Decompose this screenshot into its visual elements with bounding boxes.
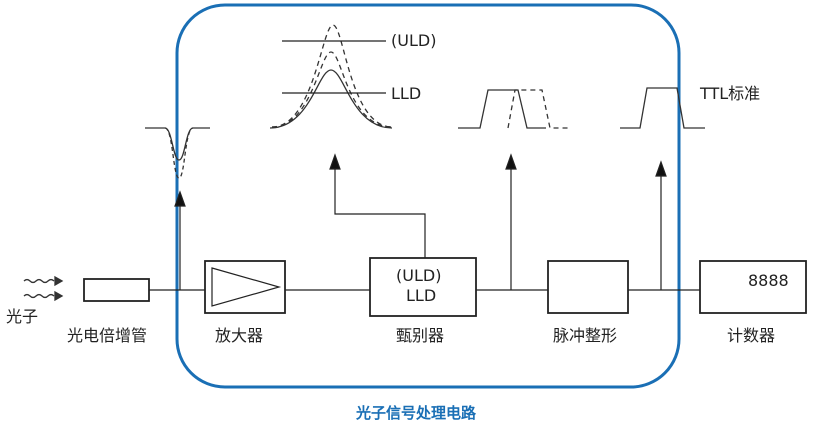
- group-title: 光子信号处理电路: [356, 404, 477, 422]
- pmt-block: [83, 278, 150, 302]
- signal-processing-group-outline: [175, 3, 681, 389]
- pmt-output-waveform: [145, 127, 210, 179]
- uld-label: (ULD): [391, 31, 437, 50]
- counter-label: 计数器: [727, 326, 776, 345]
- amplifier-label: 放大器: [215, 326, 264, 345]
- discriminator-box-lld: LLD: [406, 286, 437, 305]
- shaper-label: 脉冲整形: [553, 326, 618, 345]
- discriminator-block: [369, 257, 477, 317]
- discriminator-output-waveform: [458, 89, 570, 129]
- discriminator-box-uld: (ULD): [396, 266, 442, 285]
- amplified-waveform: [269, 24, 393, 129]
- shaper-block: [547, 260, 629, 314]
- lld-label: LLD: [391, 84, 422, 103]
- ttl-label: TTL标准: [700, 84, 761, 103]
- photon-arrows-icon: [23, 275, 64, 302]
- photon-input-label: 光子: [6, 307, 39, 326]
- counter-display: 8888: [748, 271, 789, 290]
- counter-block: [699, 260, 807, 314]
- discriminator-label: 甄别器: [396, 326, 445, 345]
- ttl-waveform: [620, 87, 705, 129]
- tap-arrows: [174, 153, 667, 290]
- pmt-label: 光电倍增管: [67, 326, 148, 345]
- amplifier-triangle-icon: [211, 267, 282, 307]
